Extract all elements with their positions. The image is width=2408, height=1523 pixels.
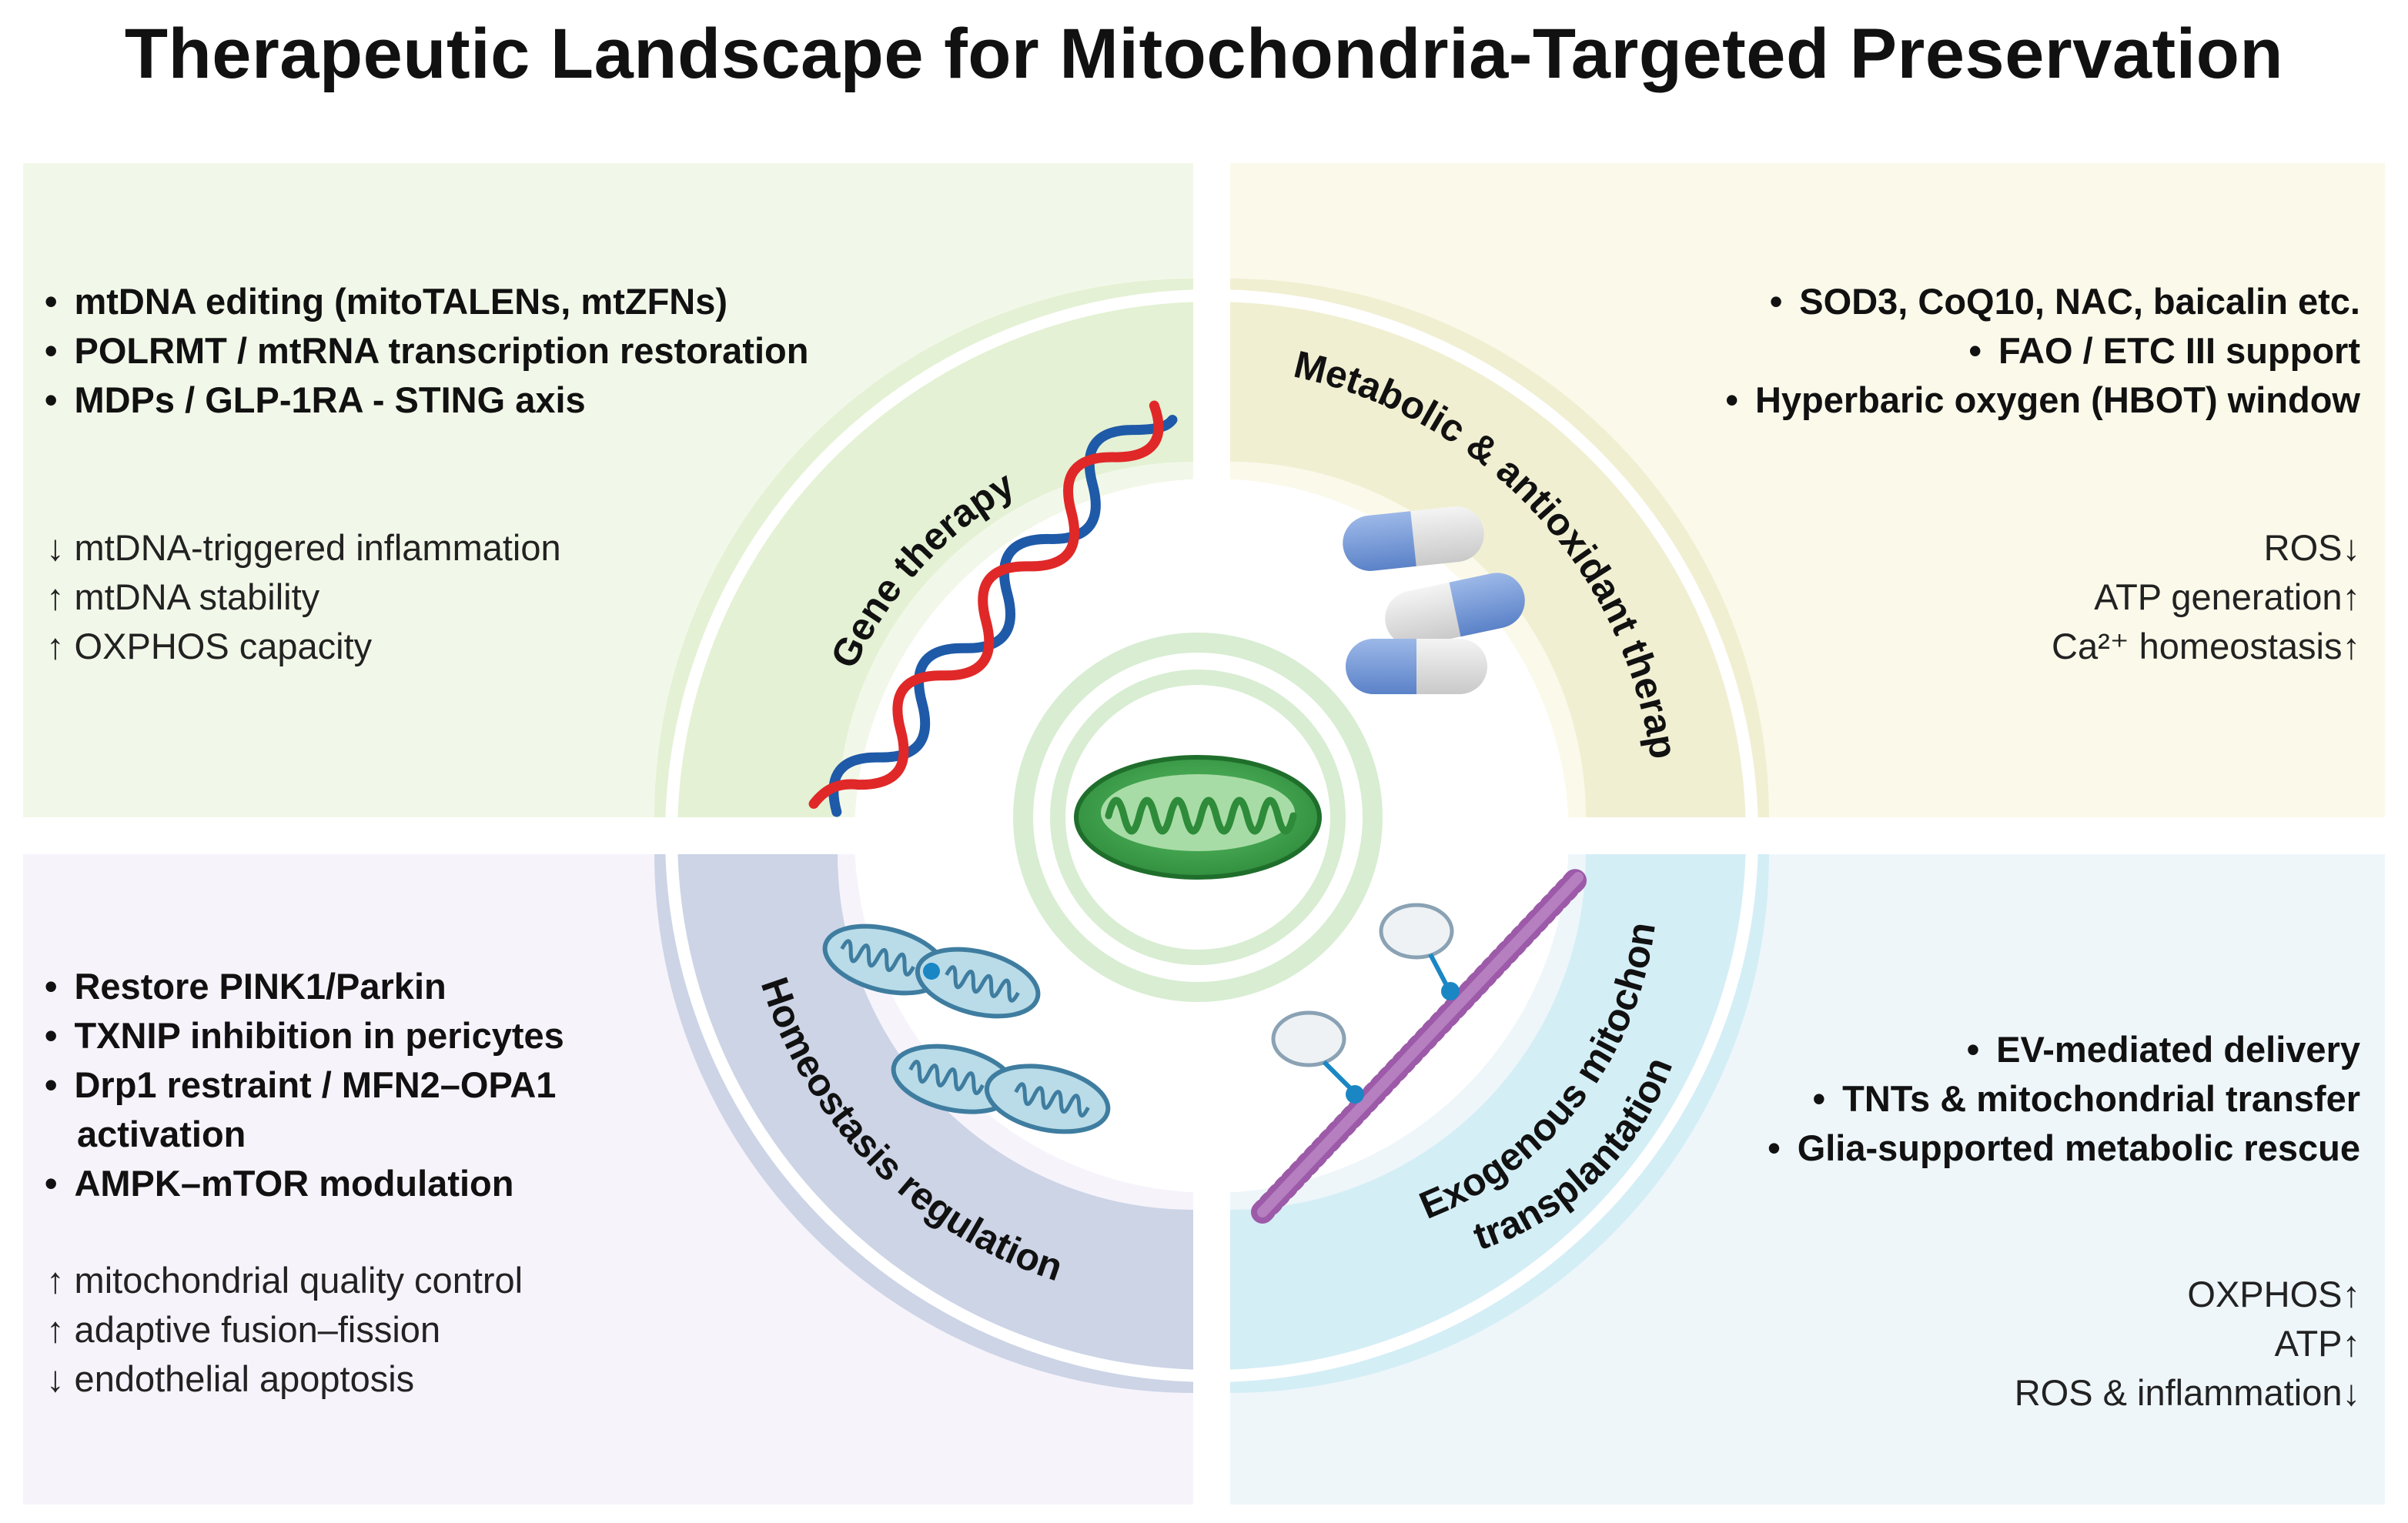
bullet-item: TNTs & mitochondrial transfer [1768,1074,2360,1124]
transplantation-effects: OXPHOS↑ ATP↑ ROS & inflammation↓ [2015,1270,2360,1418]
outer-ring-border [665,289,1758,1382]
microtubule-transport-icon [1251,866,1590,1224]
effect-item: ↑ mtDNA stability [46,576,320,617]
effect-item: ↑ adaptive fusion–fission [46,1309,441,1350]
bullet-item: mtDNA editing (mitoTALENs, mtZFNs) [45,277,808,326]
metabolic-bullets: SOD3, CoQ10, NAC, baicalin etc. FAO / ET… [1725,277,2360,425]
bullet-item: EV-mediated delivery [1768,1025,2360,1074]
gene-therapy-bullets: mtDNA editing (mitoTALENs, mtZFNs) POLRM… [45,277,808,425]
bullet-item: AMPK–mTOR modulation [45,1159,564,1208]
bullet-item: Hyperbaric oxygen (HBOT) window [1725,376,2360,425]
ring-quadrants [654,279,1769,1393]
transplantation-ring-sector [1230,854,1769,1393]
effect-item: Ca²⁺ homeostasis↑ [2052,626,2360,666]
bullet-item: SOD3, CoQ10, NAC, baicalin etc. [1725,277,2360,326]
homeostasis-ring-sector [654,854,1193,1393]
bullet-item: FAO / ETC III support [1725,326,2360,376]
effect-item: ROS & inflammation↓ [2014,1372,2360,1413]
effect-item: ↑ mitochondrial quality control [46,1260,523,1301]
gene-ring-sector [654,279,1193,817]
effect-item: ↓ endothelial apoptosis [46,1358,415,1399]
bullet-item: TXNIP inhibition in pericytes [45,1011,564,1060]
page-title: Therapeutic Landscape for Mitochondria-T… [124,15,2284,93]
effect-item: ATP↑ [2274,1323,2360,1364]
gene-therapy-effects: ↓ mtDNA-triggered inflammation ↑ mtDNA s… [46,523,561,671]
homeostasis-effects: ↑ mitochondrial quality control ↑ adapti… [46,1256,523,1404]
effect-item: ↑ OXPHOS capacity [46,626,373,666]
bullet-item-continuation: activation [77,1114,246,1154]
bullet-item: Glia-supported metabolic rescue [1768,1124,2360,1173]
center-mitochondrion-icon [1013,633,1383,1002]
bullet-item: POLRMT / mtRNA transcription restoration [45,326,808,376]
effect-item: ↓ mtDNA-triggered inflammation [46,527,561,568]
metabolic-ring-sector [1230,279,1769,817]
fission-mitochondria-icon [822,923,1111,1134]
effect-item: OXPHOS↑ [2187,1274,2360,1314]
bullet-item: Drp1 restraint / MFN2–OPA1 [45,1060,564,1110]
transplantation-bullets: EV-mediated delivery TNTs & mitochondria… [1768,1025,2360,1173]
effect-item: ATP generation↑ [2094,576,2360,617]
bullet-item: Restore PINK1/Parkin [45,962,564,1011]
dna-helix-icon [808,400,1178,817]
capsule-pills-icon [1343,506,1525,694]
metabolic-effects: ROS↓ ATP generation↑ Ca²⁺ homeostasis↑ [2052,523,2360,671]
effect-item: ROS↓ [2263,527,2360,568]
bullet-item: MDPs / GLP-1RA - STING axis [45,376,808,425]
homeostasis-bullets: Restore PINK1/Parkin TXNIP inhibition in… [45,962,564,1208]
